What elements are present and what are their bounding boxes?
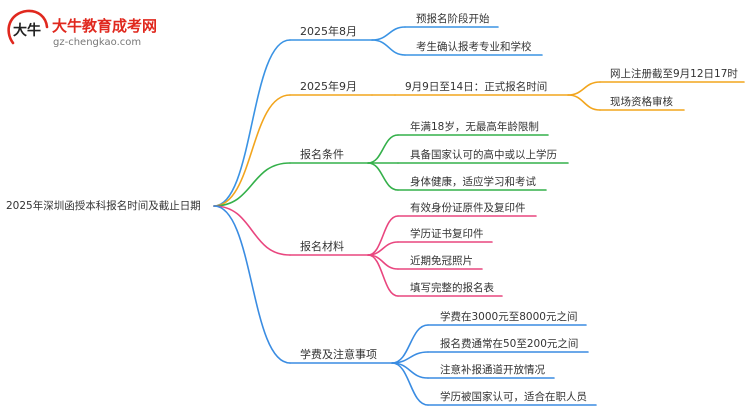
connector-branch-to-node [371,39,406,56]
logo-mark-text: 大牛 [13,22,41,39]
node-confirm-major-and-school: 考生确认报考专业和学校 [416,40,532,53]
branch-label-registration-requirements: 报名条件 [300,147,344,161]
logo-domain: gz-chengkao.com [53,37,141,48]
branch-registration-requirements: 报名条件 年满18岁，无最高年龄限制 具备国家认可的高中或以上学历 身体健康，适… [213,120,569,207]
connector-root-to-branch [213,162,291,207]
connector-node-to-subnode [567,94,601,111]
node-online-registration-deadline: 网上注册截至9月12日17时 [610,67,738,80]
root-topic: 2025年深圳函授本科报名时间及截止日期 [6,199,201,212]
node-health-requirement: 身体健康，适应学习和考试 [410,175,536,188]
connector-branch-to-node [391,324,429,364]
connector-root-to-branch [213,205,291,364]
connector-branch-to-node [367,162,399,191]
branch-registration-materials: 报名材料 有效身份证原件及复印件 学历证书复印件 近期免冠照片 填写完整的报名表 [213,201,537,297]
branch-fees-and-notes: 学费及注意事项 学费在3000元至8000元之间 报名费通常在50至200元之间… [213,205,597,406]
connector-branch-to-node [367,134,399,164]
node-supplementary-channel: 注意补报通道开放情况 [440,363,545,376]
node-recent-photo: 近期免冠照片 [410,254,473,267]
node-registration-form: 填写完整的报名表 [410,281,494,294]
connector-root-to-branch [213,39,291,207]
branch-label-registration-materials: 报名材料 [300,239,344,253]
connector-branch-to-node [367,254,399,297]
node-degree-recognition: 学历被国家认可，适合在职人员 [440,390,587,403]
node-formal-registration-period: 9月9日至14日：正式报名时间 [405,80,547,93]
logo-swoosh [7,9,49,45]
connector-root-to-branch [213,205,291,256]
branch-2025-august: 2025年8月 预报名阶段开始 考生确认报考专业和学校 [213,12,543,207]
node-diploma-copy: 学历证书复印件 [410,227,484,240]
connector-root-to-branch [213,94,291,207]
connector-branch-to-node [371,26,406,41]
node-education-requirement: 具备国家认可的高中或以上学历 [410,148,557,161]
node-registration-fee-range: 报名费通常在50至200元之间 [440,337,578,350]
logo-name: 大牛教育成考网 [52,17,157,35]
branch-label-fees-and-notes: 学费及注意事项 [300,347,377,361]
node-id-card: 有效身份证原件及复印件 [410,201,526,214]
node-onsite-qualification-review: 现场资格审核 [610,95,673,108]
node-tuition-range: 学费在3000元至8000元之间 [440,310,577,323]
connector-branch-to-node [391,362,429,406]
node-age-requirement: 年满18岁，无最高年龄限制 [410,120,539,133]
logo-mark-icon: 大牛 [7,9,49,45]
branch-label-2025-september: 2025年9月 [300,79,357,93]
connector-node-to-subnode [567,81,601,96]
node-pre-registration-start: 预报名阶段开始 [416,12,490,25]
branch-label-2025-august: 2025年8月 [300,24,357,38]
site-logo: 大牛 大牛教育成考网 gz-chengkao.com [7,9,157,48]
branch-2025-september: 2025年9月 9月9日至14日：正式报名时间 网上注册截至9月12日17时 现… [213,67,745,207]
